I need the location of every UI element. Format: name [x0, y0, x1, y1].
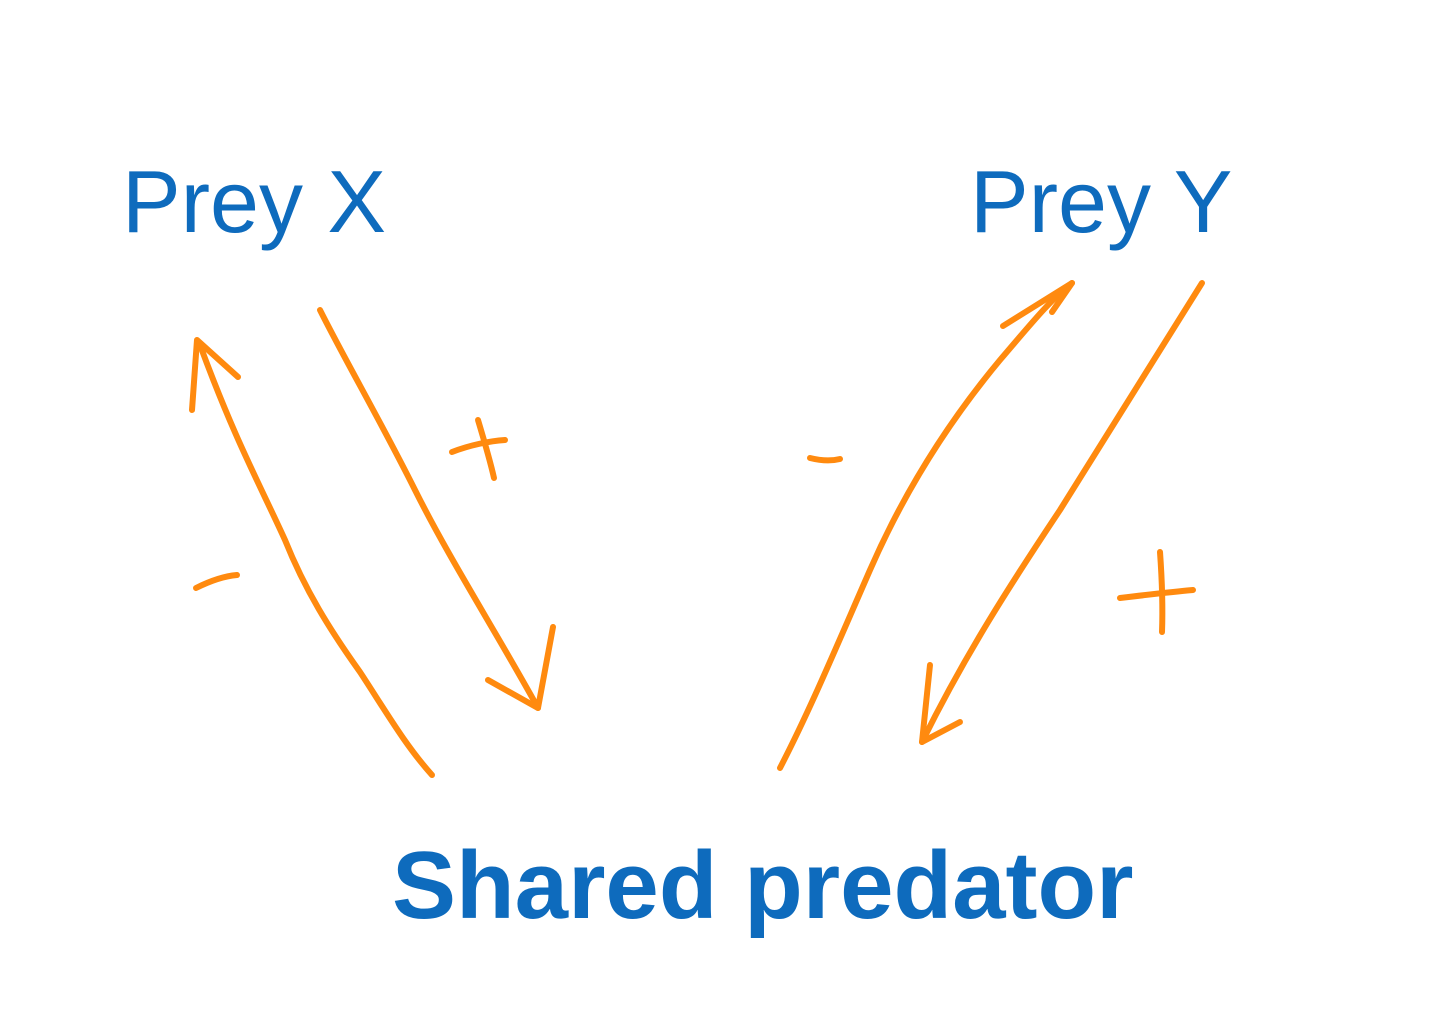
- prey-x-label: Prey X: [122, 152, 387, 251]
- arrow-predator-to-prey-y: [777, 280, 1075, 771]
- sign-minus-right: [807, 455, 843, 464]
- arrow-prey-y-to-predator: [919, 280, 1205, 745]
- sign-minus-left: [193, 572, 240, 591]
- arrow-prey-x-to-predator: [317, 307, 556, 711]
- arrow-predator-to-prey-x: [189, 337, 435, 778]
- sign-plus-right: [1117, 549, 1196, 635]
- shared-predator-label: Shared predator: [392, 832, 1134, 939]
- sign-plus-left: [449, 417, 508, 481]
- prey-y-label: Prey Y: [970, 152, 1233, 251]
